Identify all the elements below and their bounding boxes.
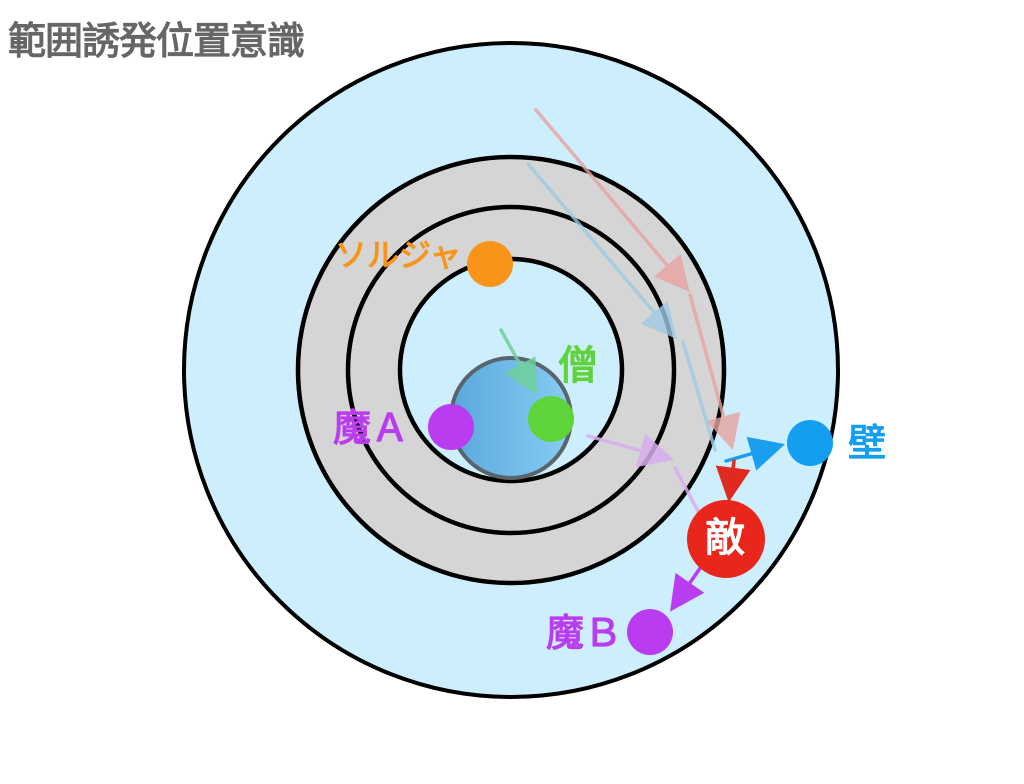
priest-token [528,396,574,442]
diagram-title: 範囲誘発位置意識 [8,19,305,63]
priest-label: 僧 [558,343,598,389]
mage-a-token [428,404,474,450]
mage-b-label: 魔Ｂ [546,611,623,655]
mage-a-label: 魔Ａ [333,406,410,450]
enemy-path-arrows [499,108,741,517]
arrow-to-wall [724,436,786,471]
soldier-label: ソルジャ [335,236,462,274]
enemy-label: 敵 [705,515,745,561]
enemy-token [687,500,765,578]
mage-b-token [627,609,673,655]
wall-token [787,420,833,466]
soldier-token [467,241,513,287]
arrow-to-enemy [715,459,751,503]
wall-label: 壁 [848,421,887,465]
